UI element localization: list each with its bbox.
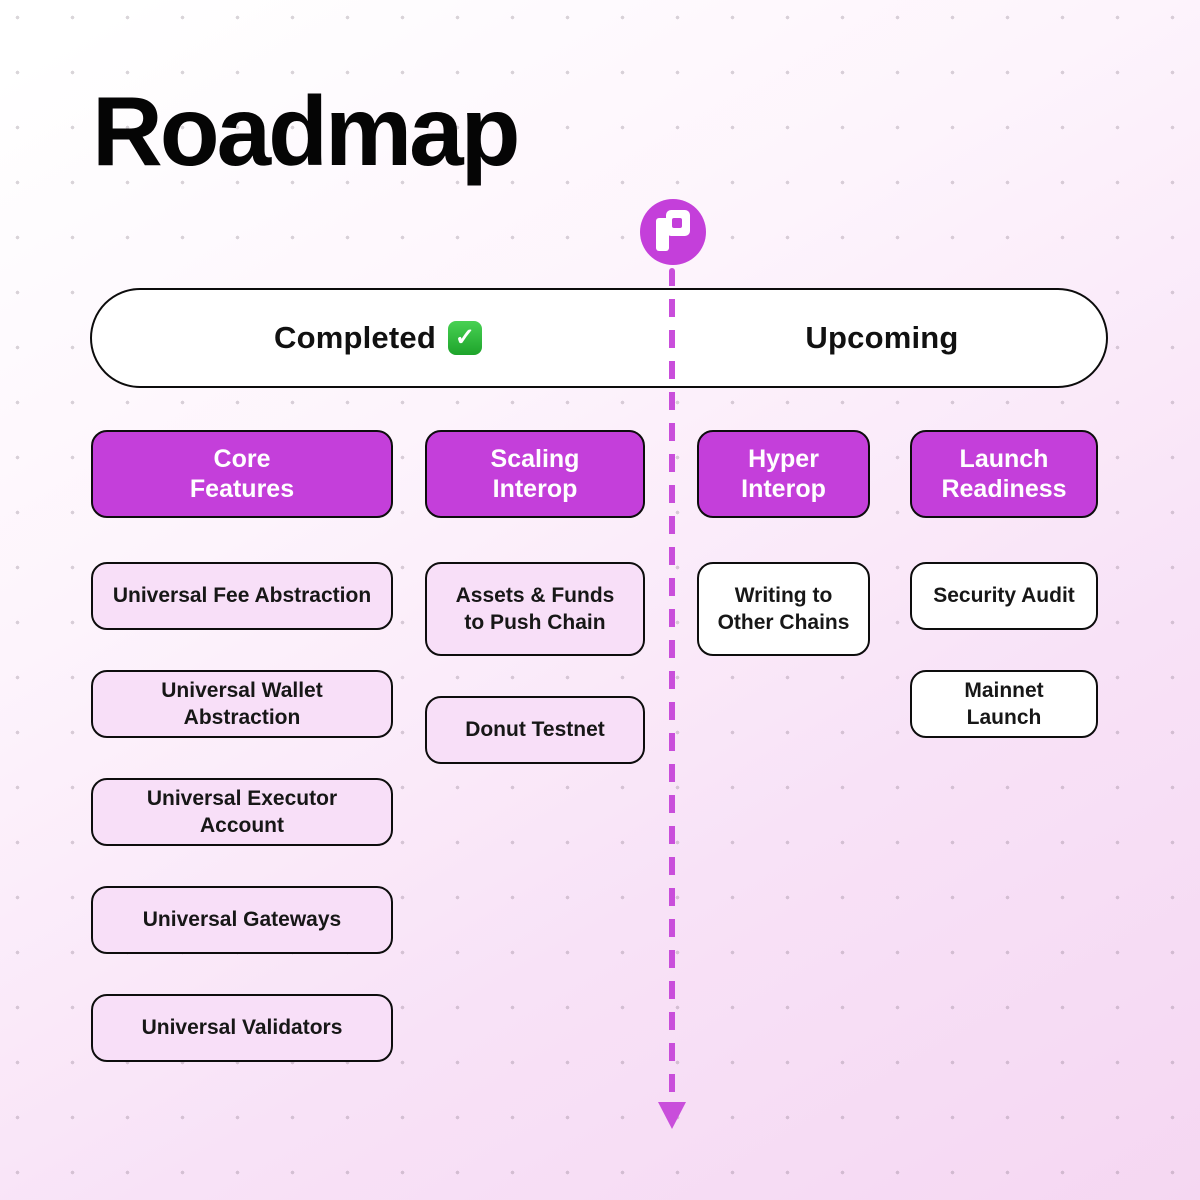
- legend-completed: Completed ✓: [92, 290, 664, 386]
- header-line: Core: [213, 444, 271, 473]
- column-launch-readiness: Launch Readiness Security Audit Mainnet …: [910, 430, 1098, 778]
- upcoming-label: Upcoming: [805, 320, 959, 355]
- header-line: Interop: [741, 475, 826, 503]
- header-line: Scaling: [490, 444, 580, 473]
- roadmap-item: Assets & Funds to Push Chain: [425, 562, 645, 656]
- roadmap-item: Universal Wallet Abstraction: [91, 670, 393, 738]
- column-scaling-interop: Scaling Interop Assets & Funds to Push C…: [425, 430, 645, 804]
- column-header-hyper-interop: Hyper Interop: [697, 430, 870, 518]
- column-header-launch-readiness: Launch Readiness: [910, 430, 1098, 518]
- column-hyper-interop: Hyper Interop Writing to Other Chains: [697, 430, 870, 696]
- column-header-core-features: Core Features: [91, 430, 393, 518]
- roadmap-item: Security Audit: [910, 562, 1098, 630]
- status-legend-pill: Completed ✓ Upcoming: [90, 288, 1108, 388]
- roadmap-item: Mainnet Launch: [910, 670, 1098, 738]
- roadmap-item: Writing to Other Chains: [697, 562, 870, 656]
- legend-upcoming: Upcoming: [664, 290, 1100, 386]
- column-header-scaling-interop: Scaling Interop: [425, 430, 645, 518]
- timeline-arrow-icon: [658, 1102, 686, 1129]
- roadmap-item: Universal Validators: [91, 994, 393, 1062]
- header-line: Interop: [492, 475, 578, 503]
- roadmap-item: Universal Fee Abstraction: [91, 562, 393, 630]
- header-line: Hyper: [748, 444, 819, 473]
- check-mark-icon: ✓: [447, 321, 482, 355]
- push-chain-logo-icon: [639, 198, 707, 266]
- check-glyph: ✓: [454, 324, 476, 351]
- roadmap-item: Universal Executor Account: [91, 778, 393, 846]
- header-line: Launch: [959, 444, 1049, 473]
- roadmap-item: Universal Gateways: [91, 886, 393, 954]
- roadmap-item: Donut Testnet: [425, 696, 645, 764]
- header-line: Readiness: [941, 475, 1067, 503]
- timeline-dashed-line: [669, 268, 675, 1104]
- header-line: Features: [189, 475, 295, 503]
- page-title: Roadmap: [92, 76, 521, 186]
- completed-label: Completed: [274, 320, 436, 355]
- column-core-features: Core Features Universal Fee Abstraction …: [91, 430, 393, 1102]
